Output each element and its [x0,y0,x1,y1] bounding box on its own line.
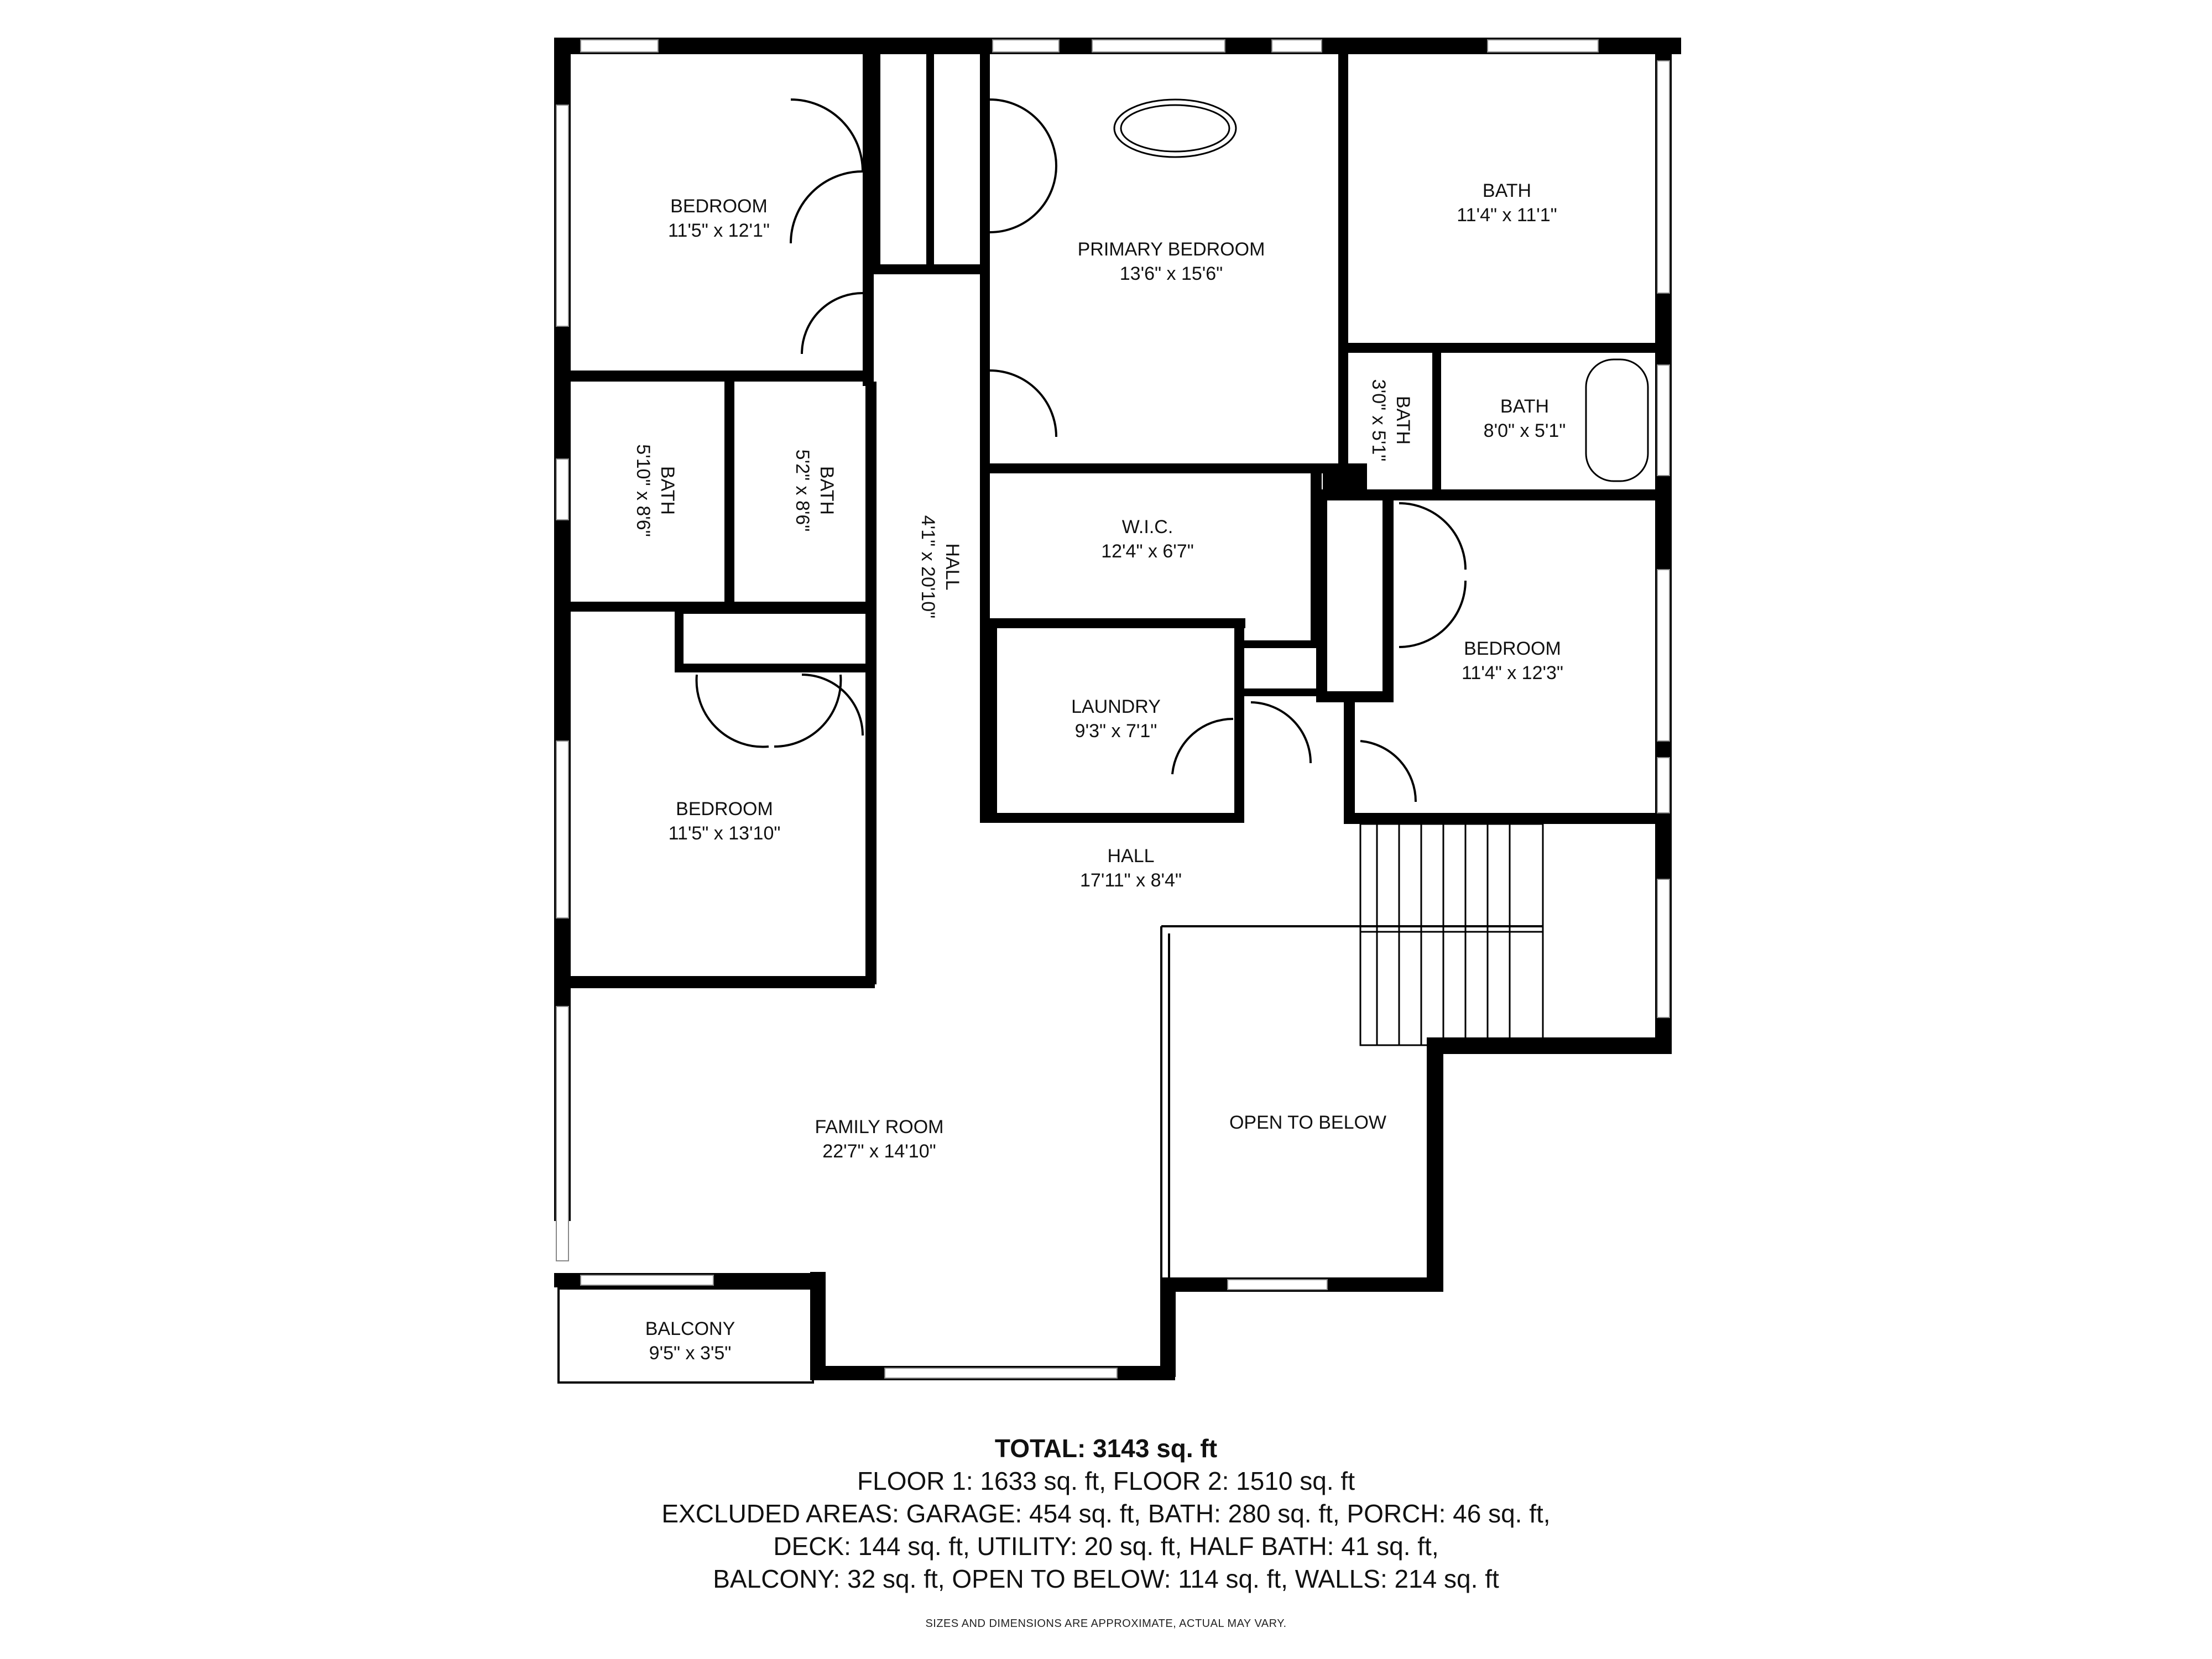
room-dims: 3'0" x 5'1" [1368,379,1389,462]
room-dims: 9'3" x 7'1" [1074,721,1157,742]
room-name: BATH [816,466,837,515]
room-name: FAMILY ROOM [815,1117,944,1138]
room-name: HALL [942,543,963,591]
room-label-bedroom-e: BEDROOM 11'4" x 12'3" [1462,637,1563,685]
room-label-bath-tub: BATH 8'0" x 5'1" [1484,394,1566,443]
windows [556,39,1670,1379]
room-label-hall-main: HALL 17'11" x 8'4" [1080,844,1182,893]
room-label-open-to-below: OPEN TO BELOW [1229,1110,1386,1135]
room-name: W.I.C. [1121,517,1173,538]
total-area: TOTAL: 3143 sq. ft [994,1434,1218,1463]
open-to-below-outline [1160,925,1543,1277]
room-dims: 13'6" x 15'6" [1119,263,1223,284]
room-name: PRIMARY BEDROOM [1077,239,1265,260]
room-name: BEDROOM [676,799,773,820]
room-name: BATH [1392,395,1413,445]
excluded-areas-line-3: BALCONY: 32 sq. ft, OPEN TO BELOW: 114 s… [713,1564,1499,1593]
room-label-bedroom-sw: BEDROOM 11'5" x 13'10" [669,797,781,846]
excluded-areas-line-1: EXCLUDED AREAS: GARAGE: 454 sq. ft, BATH… [661,1499,1551,1528]
room-dims: 11'4" x 12'3" [1462,662,1563,684]
room-dims: 5'2" x 8'6" [792,449,813,532]
room-name: BEDROOM [1464,638,1561,659]
room-label-hall-vertical: HALL 4'1" x 20'10" [916,515,964,618]
room-name: BATH [1500,396,1550,417]
room-label-family-room: FAMILY ROOM 22'7" x 14'10" [815,1115,943,1164]
room-dims: 9'5" x 3'5" [649,1343,732,1364]
room-dims: 12'4" x 6'7" [1101,541,1194,562]
doors [695,98,1467,802]
stairs [1359,823,1544,1046]
room-name: BEDROOM [670,196,768,217]
room-dims: 4'1" x 20'10" [917,515,938,619]
room-label-bath-ne: BATH 11'4" x 11'1" [1457,179,1557,227]
room-label-bath-small: BATH 3'0" x 5'1" [1366,379,1415,462]
room-dims: 8'0" x 5'1" [1483,420,1566,441]
room-dims: 5'10" x 8'6" [633,444,654,537]
excluded-areas-line-2: DECK: 144 sq. ft, UTILITY: 20 sq. ft, HA… [773,1532,1439,1561]
room-name: BALCONY [645,1318,735,1339]
room-label-bath-w2: BATH 5'2" x 8'6" [790,450,839,532]
room-name: LAUNDRY [1071,696,1161,717]
room-dims: 11'5" x 12'1" [668,220,770,241]
room-name: BATH [1482,180,1532,201]
disclaimer: SIZES AND DIMENSIONS ARE APPROXIMATE, AC… [925,1618,1287,1630]
room-name: HALL [1107,846,1155,867]
room-label-bath-w1: BATH 5'10" x 8'6" [631,444,680,537]
room-label-bedroom-nw: BEDROOM 11'5" x 12'1" [668,194,770,243]
room-dims: 17'11" x 8'4" [1080,870,1182,891]
floor-areas: FLOOR 1: 1633 sq. ft, FLOOR 2: 1510 sq. … [857,1467,1355,1495]
room-dims: 11'5" x 13'10" [668,823,781,844]
fixtures [1113,98,1649,482]
room-name: OPEN TO BELOW [1229,1112,1387,1133]
area-summary: TOTAL: 3143 sq. ft FLOOR 1: 1633 sq. ft,… [661,1432,1550,1595]
room-name: BATH [657,466,678,515]
room-label-wic: W.I.C. 12'4" x 6'7" [1101,515,1194,564]
room-dims: 11'4" x 11'1" [1457,205,1557,226]
room-dims: 22'7" x 14'10" [822,1141,936,1162]
balcony-outline [557,1287,814,1384]
room-label-laundry: LAUNDRY 9'3" x 7'1" [1071,695,1161,743]
room-label-balcony: BALCONY 9'5" x 3'5" [645,1317,735,1365]
room-label-primary-bedroom: PRIMARY BEDROOM 13'6" x 15'6" [1078,237,1265,286]
